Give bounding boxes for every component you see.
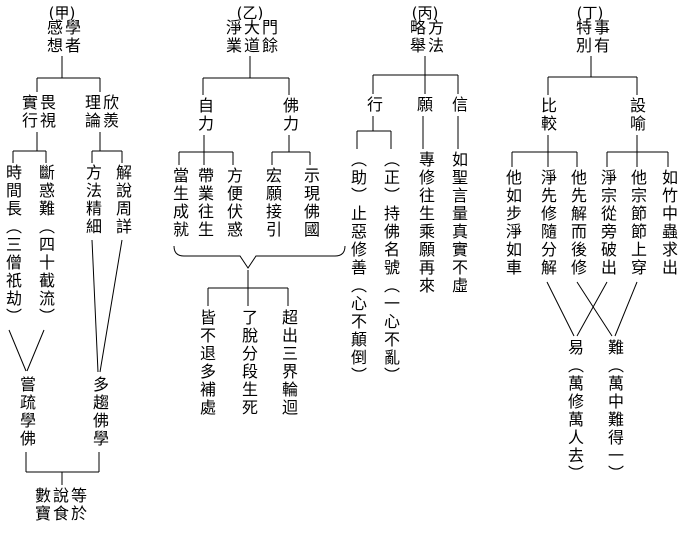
- bing-vow-node: 願: [414, 96, 433, 114]
- yi-title: 門餘大道淨業: [223, 19, 278, 55]
- yi-buddha-child-1: 宏願接引: [263, 167, 282, 239]
- ding-compare-child-1: 他如步淨如車: [503, 169, 522, 277]
- yi-result-2: 了脫分段生死: [239, 309, 258, 417]
- bing-conduct-main-node: ︵正︶持佛名號︵一心不亂︶: [381, 151, 400, 385]
- bing-connectors: [356, 56, 459, 149]
- jia-connectors: [12, 56, 123, 485]
- bing-title: 方法略舉: [407, 19, 444, 55]
- bing-vow-detail-node: 專修往生乘願再來: [416, 151, 435, 295]
- yi-result-3: 超出三界輪迴: [279, 309, 298, 417]
- bing-faith-node: 信: [449, 96, 468, 114]
- yi-self-child-3: 方便伏惑: [224, 167, 243, 239]
- yi-self-child-2: 帶業往生: [195, 167, 214, 239]
- ding-hard-node: 難︵萬中難得一︶: [605, 339, 624, 483]
- ding-section-label: (丁): [576, 4, 604, 22]
- jia-tend-study-node: 多趨佛學: [90, 376, 109, 448]
- jia-practice-node: 畏視實行: [19, 94, 56, 130]
- jia-conclusion-node: 等於說食數寶: [32, 487, 87, 523]
- yi-brace: [173, 245, 346, 269]
- ding-compare-child-3: 他先解而後修: [568, 169, 587, 277]
- ding-metaphor-child-3: 如竹中蟲求出: [659, 169, 678, 277]
- ding-metaphor-child-1: 淨宗從旁破出: [598, 169, 617, 277]
- jia-neglect-practice-node: 嘗疏學佛: [17, 376, 36, 448]
- bing-section-label: (丙): [411, 4, 439, 22]
- bing-conduct-aux-node: ︵助︶止惡修善︵心不顛倒︶: [348, 151, 367, 385]
- ding-connectors: [511, 56, 669, 167]
- jia-explain-detail-node: 解說周詳: [113, 164, 132, 236]
- ding-easy-node: 易︵萬修萬人去︶: [565, 339, 584, 483]
- yi-result-1: 皆不退多補處: [197, 309, 216, 417]
- ding-metaphor-node: 設喻: [627, 97, 646, 133]
- yi-connectors: [178, 56, 311, 306]
- ding-compare-child-2: 淨先修隨分解: [538, 169, 557, 277]
- jia-title: 學者感想: [44, 19, 81, 55]
- yi-self-child-1: 當生成就: [170, 167, 189, 239]
- jia-section-label: (甲): [48, 4, 76, 22]
- jia-converge-lines: [8, 239, 123, 373]
- ding-metaphor-child-2: 他宗節節上穿: [628, 169, 647, 277]
- ding-title: 事有特別: [573, 19, 610, 55]
- yi-buddha-power-node: 佛力: [280, 97, 299, 133]
- ding-compare-node: 比較: [538, 97, 557, 133]
- ding-cross-lines: [546, 281, 638, 337]
- yi-section-label: (乙): [236, 4, 264, 22]
- jia-cut-delusion-node: 斷惑難︵四十截流︶: [36, 164, 55, 326]
- bing-faith-detail-node: 如聖言量真實不虛: [449, 151, 468, 295]
- jia-time-long-node: 時間長︵三僧祇劫︶: [3, 164, 22, 326]
- jia-method-fine-node: 方法精細: [83, 164, 102, 236]
- yi-self-power-node: 自力: [195, 97, 214, 133]
- jia-theory-node: 欣羨理論: [82, 94, 119, 130]
- bing-conduct-node: 行: [364, 96, 383, 114]
- yi-buddha-child-2: 示現佛國: [301, 167, 320, 239]
